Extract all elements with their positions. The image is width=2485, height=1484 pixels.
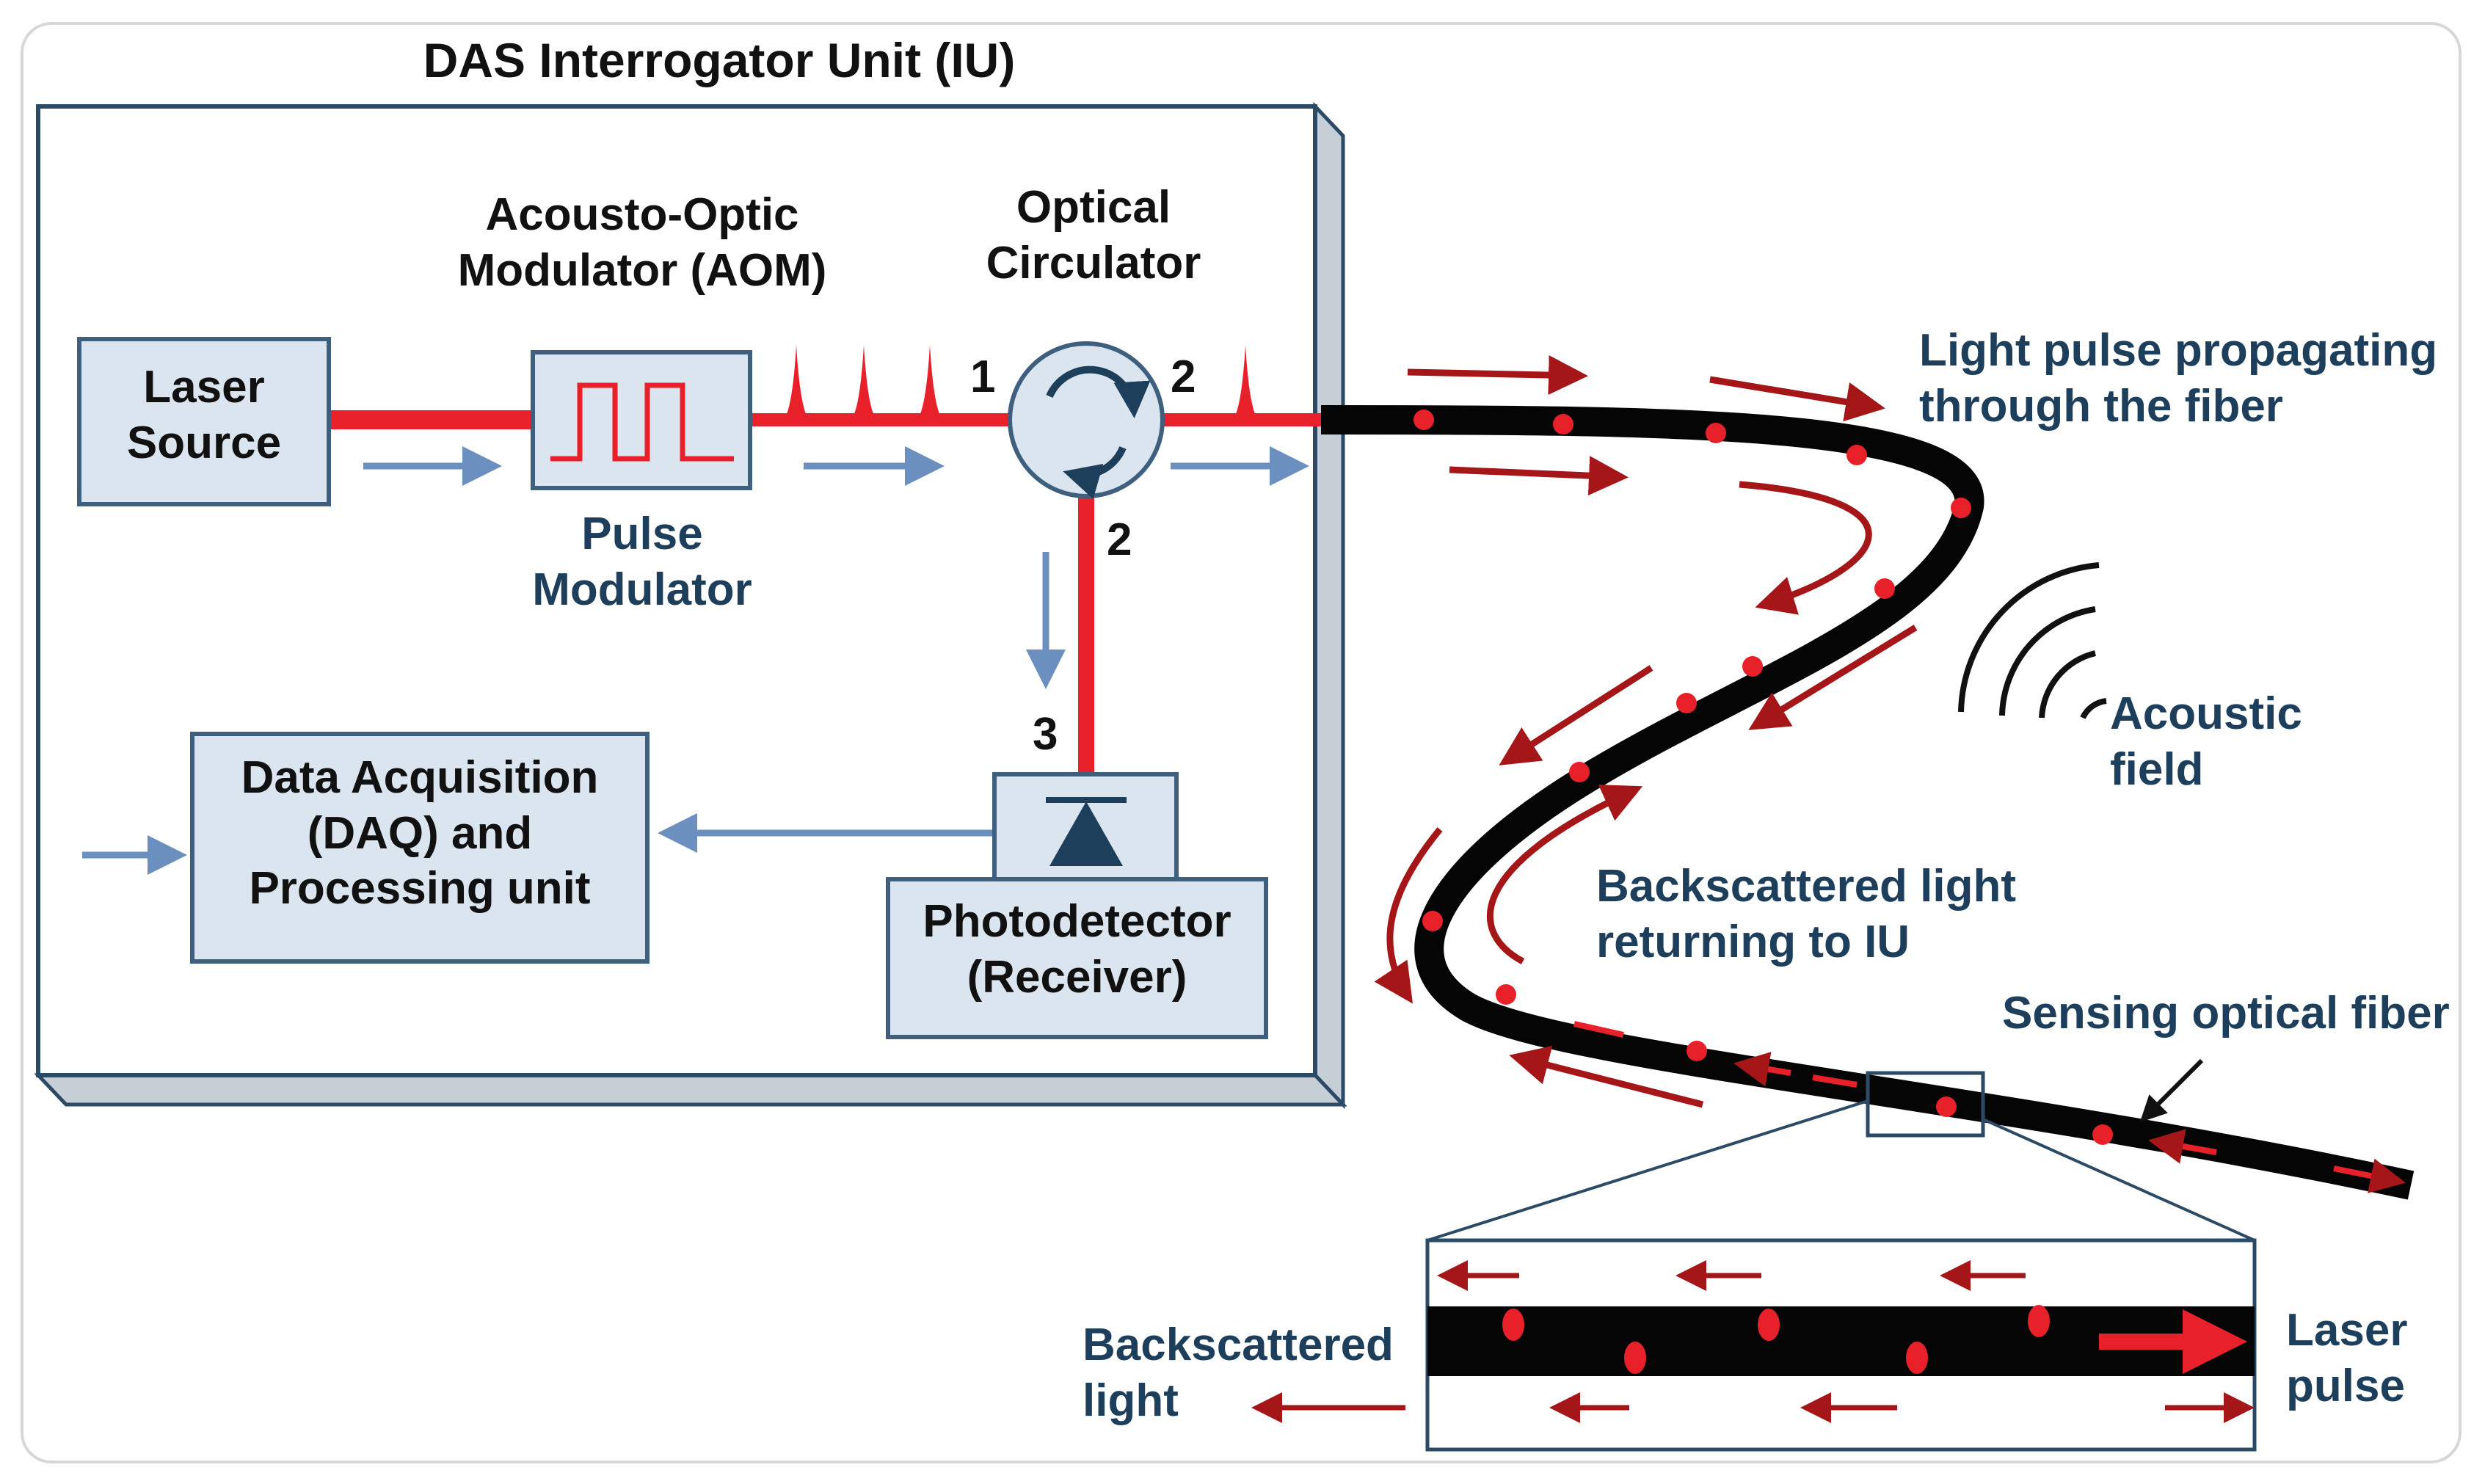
iu-box-side	[1313, 101, 1345, 1110]
acoustic-wave-icon	[1958, 562, 2107, 719]
scatter-points	[1413, 410, 2113, 1145]
aom-block	[531, 350, 752, 490]
sensing-fiber-pointer	[2139, 1058, 2204, 1123]
zoom-line-left	[1427, 1099, 1869, 1242]
laser-source-label: Laser Source	[126, 362, 282, 468]
circulator-title: Optical Circulator	[986, 182, 1201, 288]
photodetector-label: Photodetector (Receiver)	[923, 896, 1231, 1003]
port-1-label: 1	[970, 352, 996, 402]
circulator-arrows-icon	[1046, 365, 1151, 418]
propagation-arrows	[1374, 355, 1918, 1108]
light-pulse-annotation: Light pulse propagating through the fibe…	[1919, 325, 2438, 432]
daq-label: Data Acquisition (DAQ) and Processing un…	[241, 752, 599, 914]
inset-scatter-points	[1502, 1305, 2050, 1374]
iu-title: DAS Interrogator Unit (IU)	[423, 33, 1016, 87]
port-2-down-label: 2	[1107, 514, 1132, 565]
daq-block	[190, 732, 650, 964]
fiber-pulse-arrows	[1573, 1021, 2406, 1193]
flow-arrows	[82, 446, 1309, 875]
photodiode-icon	[1046, 797, 1127, 866]
pulse-train	[784, 345, 1258, 420]
zoom-box	[1866, 1071, 1985, 1138]
circulator-arrow-lower	[1063, 445, 1127, 499]
port-3-label: 3	[1033, 709, 1058, 760]
aom-title: Acousto-Optic Modulator (AOM)	[457, 189, 827, 296]
laser-source-block	[77, 337, 331, 506]
acoustic-field-annotation: Acoustic field	[2110, 688, 2302, 795]
inset-laser-pulse-label: Laser pulse	[2286, 1305, 2408, 1411]
port-2-right-label: 2	[1171, 352, 1196, 402]
iu-box-bottom	[34, 1073, 1347, 1107]
pulse-modulator-label: Pulse Modulator	[532, 509, 752, 615]
zoom-line-right	[1982, 1118, 2255, 1242]
inset-backscattered-label: Backscattered light	[1083, 1320, 1394, 1426]
inset-backscatter-arrows	[1251, 1260, 2255, 1423]
photodetector-block	[886, 877, 1268, 1039]
backscattered-return-annotation: Backscattered light returning to IU	[1596, 861, 2016, 967]
sensing-fiber-annotation: Sensing optical fiber	[2002, 988, 2450, 1039]
square-pulse-icon	[550, 382, 734, 462]
